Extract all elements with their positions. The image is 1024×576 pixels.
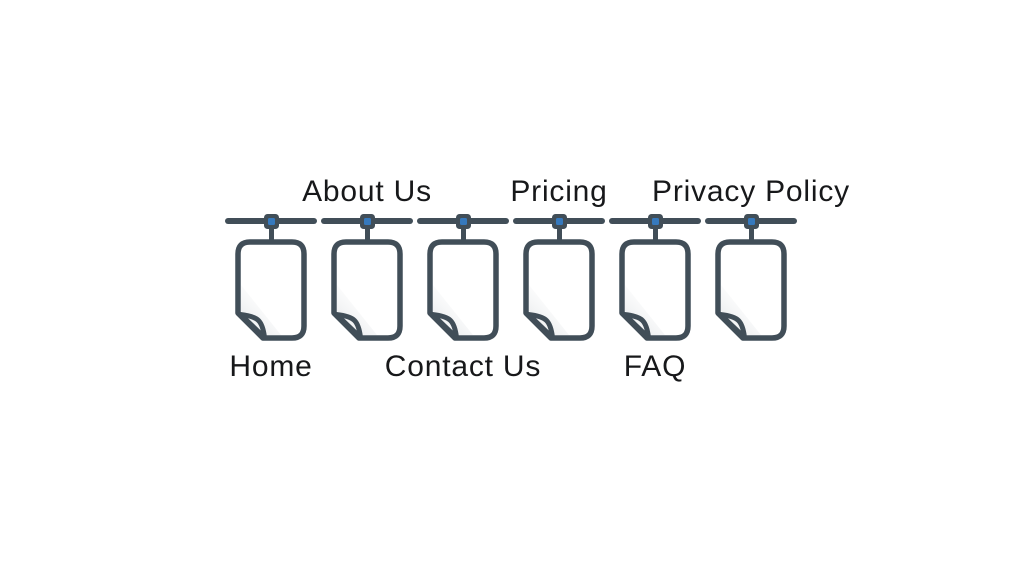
node-label-top: About Us <box>302 175 432 208</box>
clip-icon <box>359 214 375 229</box>
nav-node-pricing: Pricing <box>510 0 608 576</box>
page-icon <box>427 239 499 341</box>
page-icon <box>619 239 691 341</box>
page-icon <box>715 239 787 341</box>
clip-icon <box>455 214 471 229</box>
node-label-bottom: FAQ <box>623 350 687 383</box>
page-icon <box>331 239 403 341</box>
clip-pin-icon <box>459 218 467 225</box>
hanger-stem <box>364 227 370 245</box>
nav-node-contact-us: Contact Us <box>385 0 540 576</box>
clip-pin-icon <box>363 218 371 225</box>
hanger-stem <box>268 227 274 245</box>
nav-node-about-us: About Us <box>302 0 431 576</box>
node-label-bottom: Home <box>229 350 313 383</box>
clip-pin-icon <box>747 218 755 225</box>
node-label-top: Privacy Policy <box>652 175 850 208</box>
nav-node-privacy-policy: Privacy Policy <box>652 0 849 576</box>
nav-node-faq: FAQ <box>607 0 703 576</box>
clip-icon <box>263 214 279 229</box>
hanger-stem <box>652 227 658 245</box>
node-label-top: Pricing <box>510 175 608 208</box>
clip-pin-icon <box>651 218 659 225</box>
clip-icon <box>551 214 567 229</box>
hanger-stem <box>556 227 562 245</box>
clip-pin-icon <box>267 218 275 225</box>
clip-pin-icon <box>555 218 563 225</box>
clip-icon <box>743 214 759 229</box>
hanger-stem <box>748 227 754 245</box>
node-label-bottom: Contact Us <box>384 350 542 383</box>
page-icon <box>235 239 307 341</box>
nav-node-home: Home <box>223 0 319 576</box>
hanger-stem <box>460 227 466 245</box>
clip-icon <box>647 214 663 229</box>
page-icon <box>523 239 595 341</box>
